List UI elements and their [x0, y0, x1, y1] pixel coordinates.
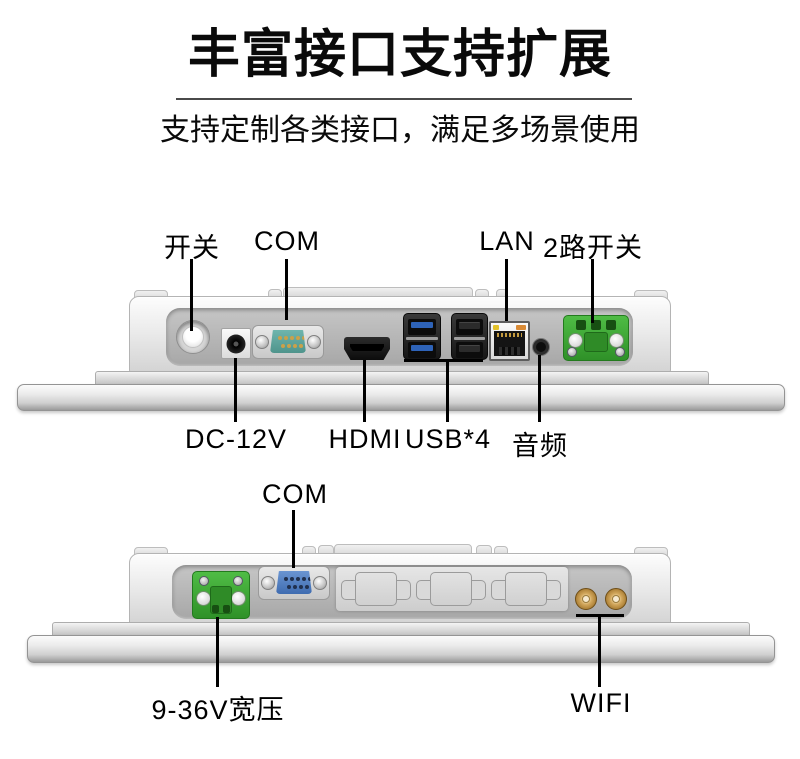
db9-pins: [287, 585, 291, 589]
callout-line-usb: [446, 359, 449, 422]
callout-line-hdmi: [363, 360, 366, 422]
terminal-slot: [223, 605, 230, 613]
db9-dsub-blue: [276, 571, 312, 594]
db9-screw: [307, 335, 321, 349]
callout-label-usb4: USB*4: [404, 424, 492, 454]
device2-front-bezel: [27, 635, 775, 663]
usb3-port-stack: [403, 313, 441, 360]
callout-label-lan: LAN: [479, 226, 535, 256]
db9-knockout: [341, 572, 411, 606]
terminal-screw: [609, 333, 624, 348]
title-divider: [176, 98, 632, 100]
db9-screw: [313, 576, 327, 590]
usb3-tongue: [411, 322, 433, 328]
callout-label-wifi: WIFI: [570, 688, 632, 718]
rj45-lan-port: [489, 321, 530, 361]
sma-antenna-connector: [575, 588, 597, 610]
terminal-slot: [591, 320, 601, 330]
com-serial-port: [252, 325, 324, 359]
callout-label-9-36v: 9-36V宽压: [151, 695, 285, 725]
device1-front-bezel: [17, 384, 785, 411]
callout-label-hdmi: HDMI: [328, 424, 402, 454]
callout-line-wifi: [598, 614, 601, 687]
callout-line-audio: [538, 355, 541, 422]
callout-label-dc12v: DC-12V: [184, 424, 288, 454]
usb3-port: [408, 319, 436, 335]
db9-pins: [278, 336, 282, 340]
db9-pins: [284, 577, 288, 581]
audio-jack: [533, 339, 549, 355]
dc-power-jack: [221, 328, 251, 359]
terminal-screw-small: [615, 347, 625, 357]
power-button: [176, 320, 210, 354]
callout-line-com: [285, 259, 288, 320]
terminal-screw: [231, 591, 246, 606]
wide-voltage-terminal: [192, 571, 250, 619]
usb3-port: [408, 342, 436, 358]
usb-divider: [406, 337, 438, 340]
terminal-screw-small: [199, 576, 209, 586]
usb3-tongue: [411, 345, 433, 351]
db9-dsub-teal: [270, 330, 306, 353]
db9-knockout: [491, 572, 561, 606]
sma-antenna-connector: [605, 588, 627, 610]
db9-pins: [281, 344, 285, 348]
knockout-center: [505, 572, 547, 606]
knockout-tab: [491, 580, 507, 600]
lan-contacts: [497, 333, 522, 337]
callout-line-dual-switch: [591, 259, 594, 323]
knockout-center: [430, 572, 472, 606]
callout-label-dual-switch: 2路开关: [542, 233, 644, 263]
callout-label-audio: 音频: [512, 431, 568, 461]
lan-teeth: [499, 347, 520, 355]
knockout-tab: [395, 580, 411, 600]
callout-label-com2: COM: [262, 479, 328, 509]
usb2-port: [456, 319, 483, 335]
sma-pin: [582, 595, 590, 603]
com-serial-port-2: [258, 566, 330, 600]
page-subtitle: 支持定制各类接口，满足多场景使用: [160, 114, 640, 147]
lan-led-orange: [516, 325, 526, 330]
callout-line-dc12v: [234, 358, 237, 422]
terminal-screw: [196, 591, 211, 606]
terminal-screw-small: [567, 347, 577, 357]
dc-jack-pin: [233, 341, 239, 346]
usb2-port: [456, 342, 483, 358]
switch-terminal-block: [563, 315, 629, 361]
usb2-port-stack: [451, 313, 488, 360]
terminal-slot: [576, 320, 586, 330]
callout-bracket-usb: [404, 359, 483, 362]
callout-label-power-switch: 开关: [164, 233, 220, 263]
page-title: 丰富接口支持扩展: [187, 26, 612, 84]
knockout-tab: [470, 580, 486, 600]
hdmi-port: [344, 337, 390, 360]
knockout-center: [355, 572, 397, 606]
db9-screw: [255, 335, 269, 349]
callout-line-com2: [292, 510, 295, 568]
callout-line-lan: [505, 259, 508, 321]
knockout-tab: [341, 580, 357, 600]
power-button-cap: [182, 326, 204, 348]
callout-line-power-switch: [190, 259, 193, 331]
knockout-tab: [545, 580, 561, 600]
terminal-body: [584, 332, 608, 352]
db9-knockout: [416, 572, 486, 606]
usb2-tongue: [459, 345, 480, 352]
usb2-tongue: [459, 322, 480, 329]
terminal-screw-small: [233, 576, 243, 586]
terminal-slot: [212, 605, 219, 613]
terminal-slot: [606, 320, 616, 330]
usb-divider: [454, 337, 485, 340]
lan-led-yellow: [493, 325, 499, 330]
callout-line-9-36v: [216, 617, 219, 687]
callout-label-com: COM: [254, 226, 320, 256]
terminal-screw: [568, 333, 583, 348]
hdmi-slot: [350, 344, 384, 351]
sma-pin: [612, 595, 620, 603]
knockout-tab: [416, 580, 432, 600]
db9-screw: [261, 576, 275, 590]
